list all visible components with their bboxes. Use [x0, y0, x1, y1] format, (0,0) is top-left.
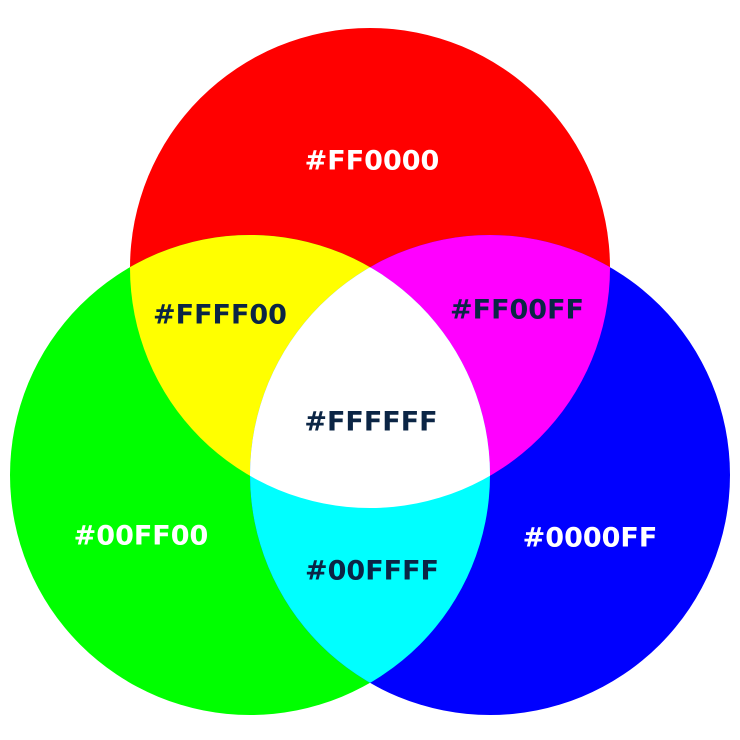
white-label: #FFFFFF: [304, 407, 437, 438]
yellow-label: #FFFF00: [153, 300, 287, 331]
magenta-label: #FF00FF: [450, 295, 584, 326]
red-label: #FF0000: [305, 146, 440, 177]
white-overlap: [250, 235, 490, 508]
green-label: #00FF00: [74, 521, 209, 552]
blue-label: #0000FF: [523, 523, 658, 554]
cyan-label: #00FFFF: [305, 556, 439, 587]
